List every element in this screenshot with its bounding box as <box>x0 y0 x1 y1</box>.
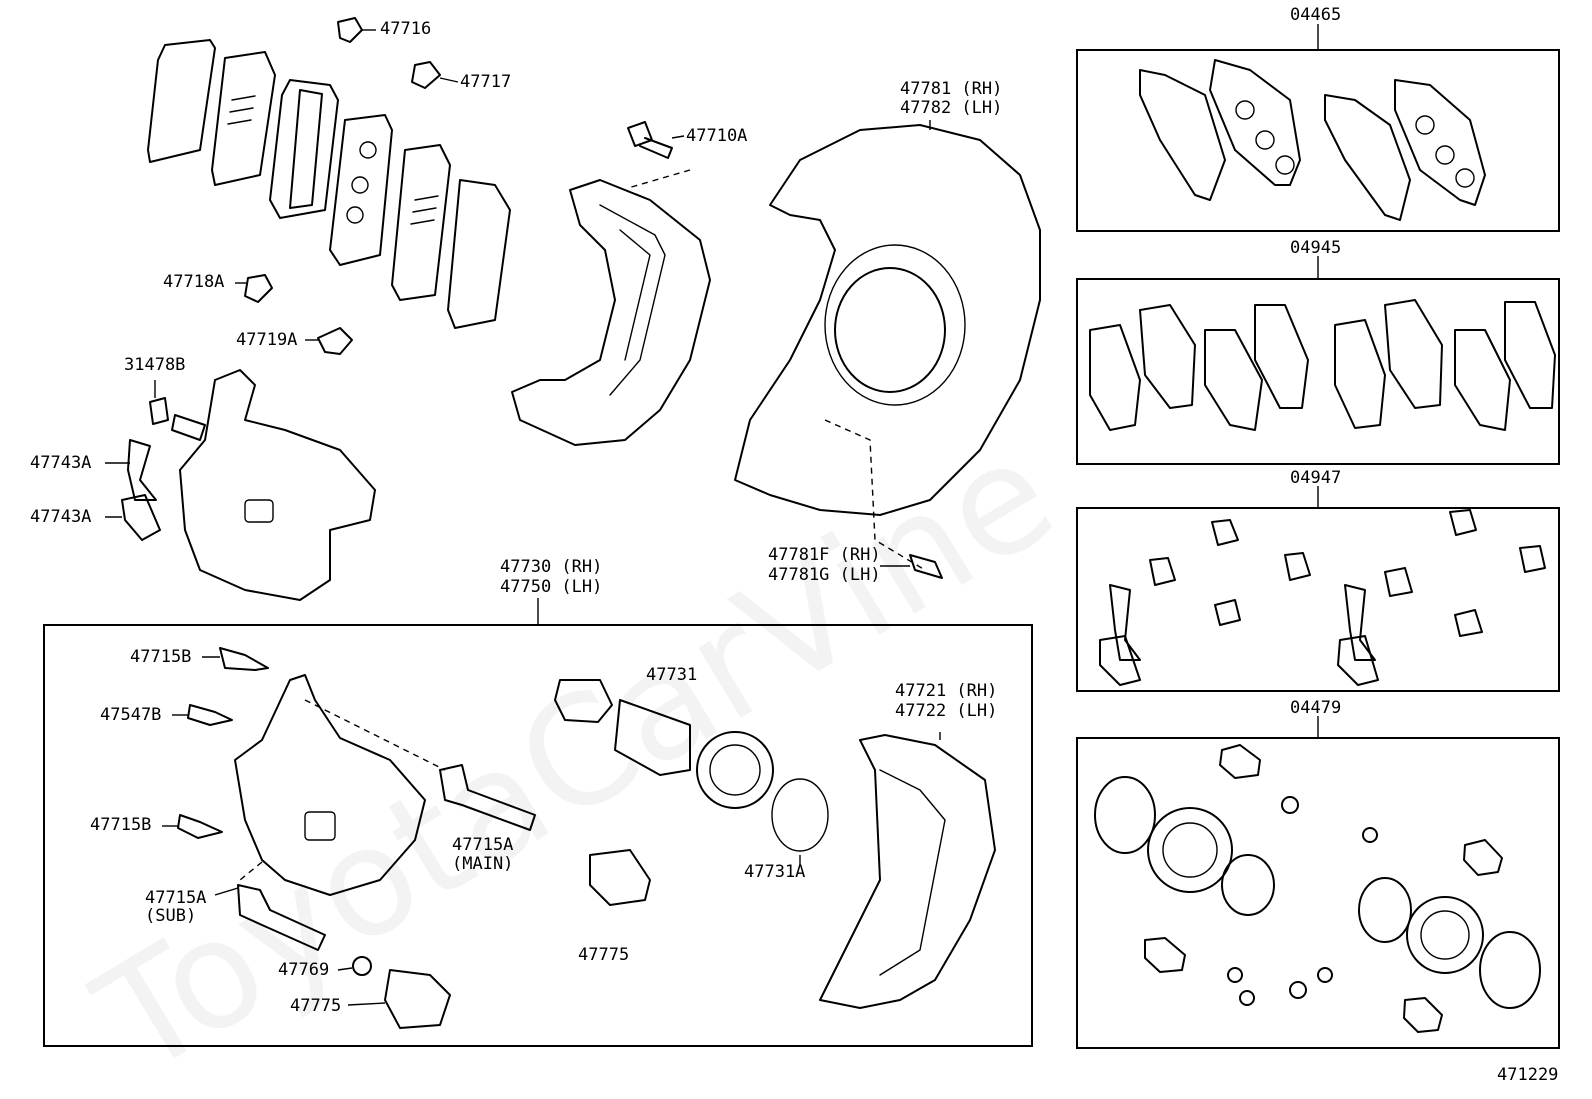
kit-frame-04945 <box>1076 278 1560 465</box>
callout-47731: 47731 <box>646 665 698 685</box>
callout-47781G-lh: 47781G (LH) <box>768 565 881 585</box>
kit-label-04947: 04947 <box>1290 468 1342 488</box>
callout-47715A-main: 47715A <box>452 835 514 855</box>
callout-47721-rh: 47721 (RH) <box>895 681 998 701</box>
caliper-lower <box>162 647 996 1029</box>
callout-47717: 47717 <box>460 72 512 92</box>
callout-47715B-1: 47715B <box>130 647 192 667</box>
pad-shim-stack <box>147 39 511 329</box>
kit-frame-04947 <box>1076 507 1560 692</box>
small-clips-top <box>235 17 459 355</box>
kit-label-04465: 04465 <box>1290 5 1342 25</box>
caliper-upper <box>105 369 376 601</box>
kit-label-04945: 04945 <box>1290 238 1342 258</box>
disc-dust-shield <box>734 120 1041 579</box>
kit-frame-04465 <box>1076 49 1560 232</box>
callout-47782-lh: 47782 (LH) <box>900 98 1003 118</box>
callout-47722-lh: 47722 (LH) <box>895 701 998 721</box>
callout-47715A-main-note: (MAIN) <box>452 854 514 874</box>
callout-47547B: 47547B <box>100 705 162 725</box>
callout-47730-rh: 47730 (RH) <box>500 557 603 577</box>
kit-frame-04479 <box>1076 737 1560 1049</box>
kit-04465-pads <box>1139 59 1486 221</box>
callout-47716: 47716 <box>380 19 432 39</box>
kit-04479-seals <box>1094 744 1541 1033</box>
kit-04947-clips <box>1099 509 1546 686</box>
callout-47781F-rh: 47781F (RH) <box>768 545 881 565</box>
callout-47719A: 47719A <box>236 330 298 350</box>
callout-47781-rh: 47781 (RH) <box>900 79 1003 99</box>
callout-31478B: 31478B <box>124 355 186 375</box>
caliper-assembly-frame <box>43 624 1033 1047</box>
kit-04945-shims <box>1089 299 1556 431</box>
callout-47715A-sub: 47715A <box>145 888 207 908</box>
callout-47731A: 47731A <box>744 862 806 882</box>
callout-47775-1: 47775 <box>290 996 342 1016</box>
callout-47743A-1: 47743A <box>30 453 92 473</box>
callout-47750-lh: 47750 (LH) <box>500 577 603 597</box>
diagram-id: 471229 <box>1497 1065 1559 1085</box>
torque-plate-upper <box>511 179 711 446</box>
callout-47743A-2: 47743A <box>30 507 92 527</box>
callout-47715A-sub-note: (SUB) <box>145 906 197 926</box>
kit-label-04479: 04479 <box>1290 698 1342 718</box>
callout-47775-2: 47775 <box>578 945 630 965</box>
callout-47715B-2: 47715B <box>90 815 152 835</box>
callout-47718A: 47718A <box>163 272 225 292</box>
callout-47769: 47769 <box>278 960 330 980</box>
callout-47710A: 47710A <box>686 126 748 146</box>
bolt-47710A <box>627 121 691 189</box>
